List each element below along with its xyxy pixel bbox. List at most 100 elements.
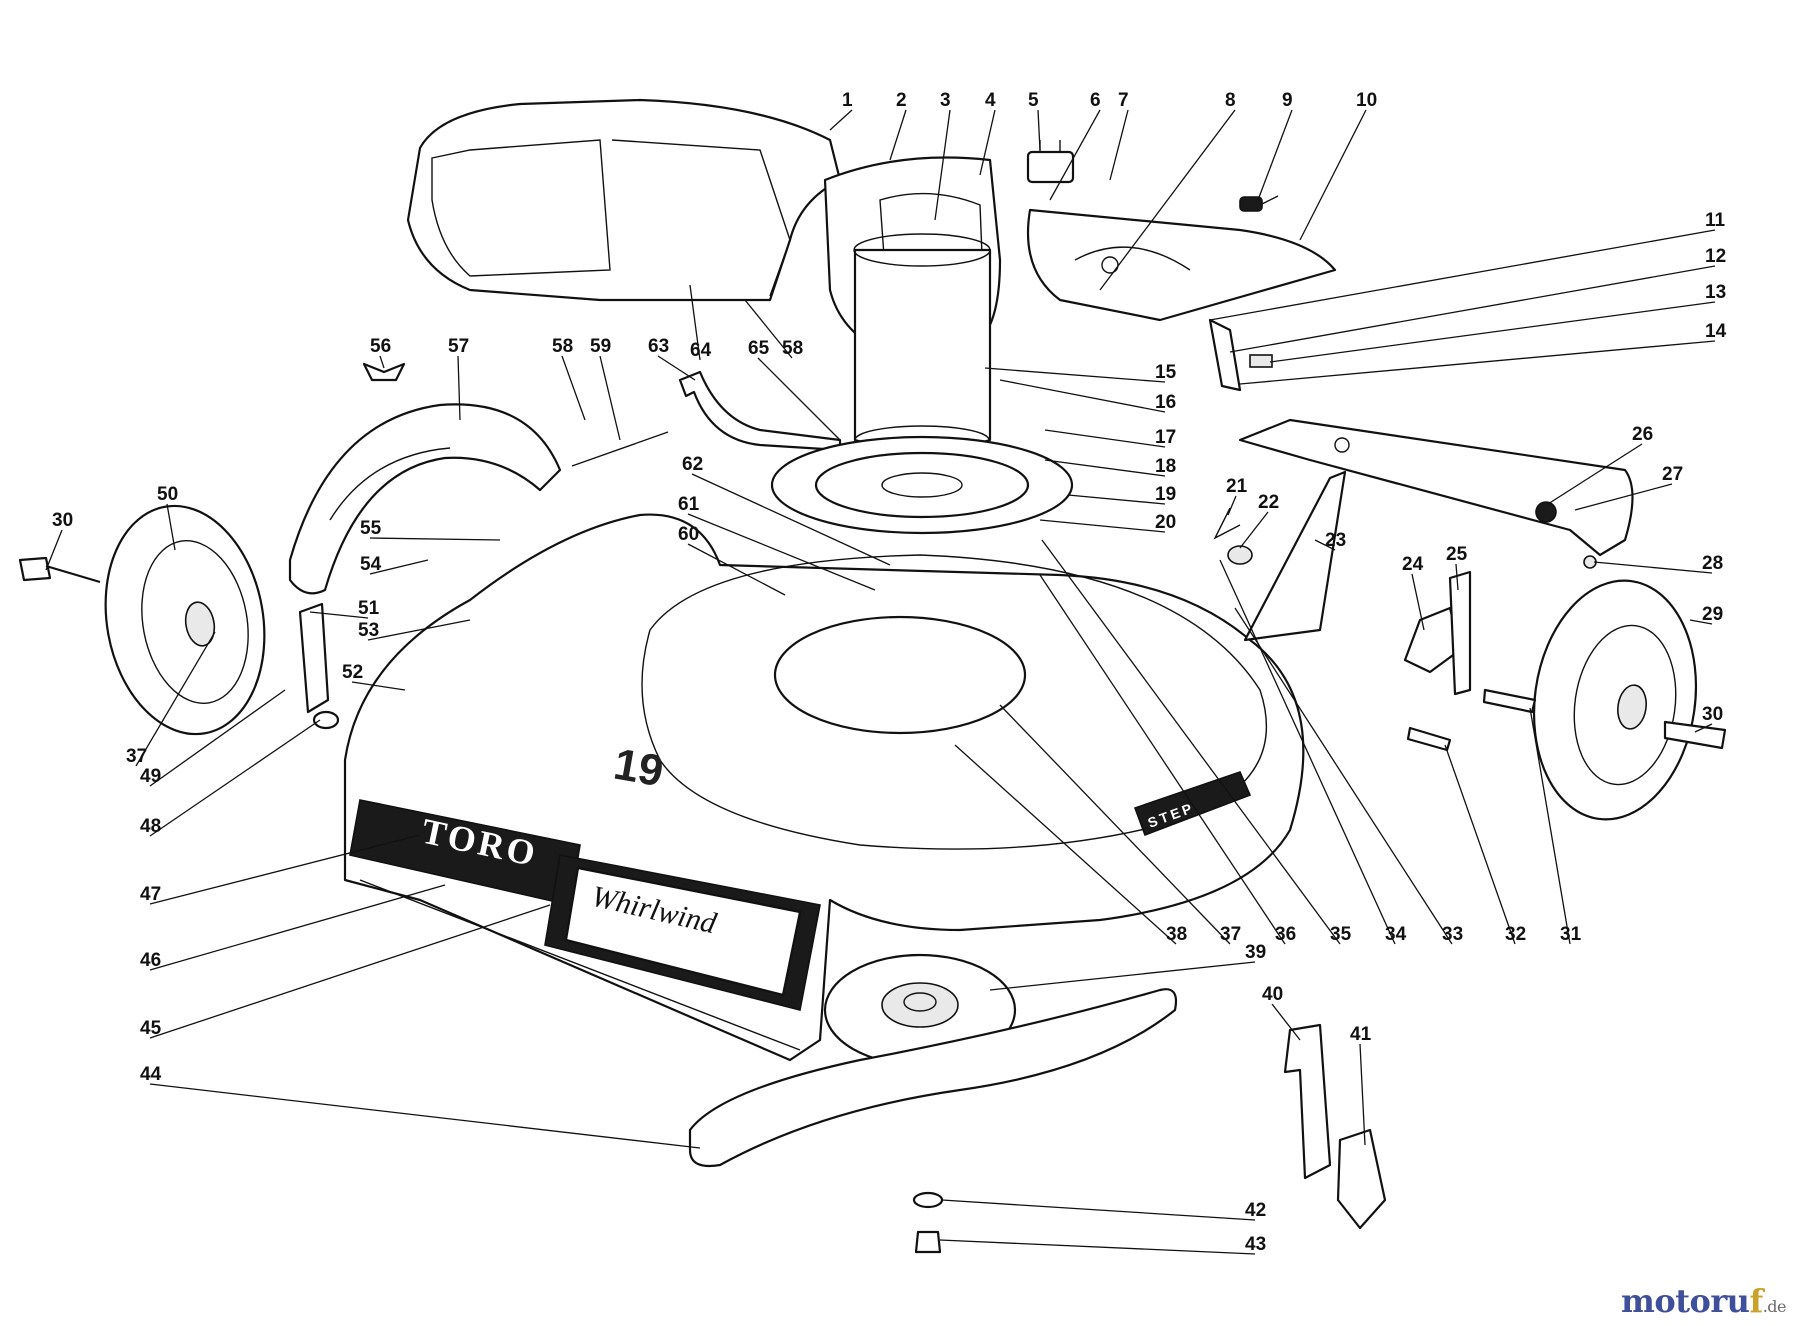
callout-40: 40 xyxy=(1262,984,1283,1005)
part-axle-bracket xyxy=(1403,606,1462,674)
part-height-lever xyxy=(1243,470,1347,642)
callout-4: 4 xyxy=(985,90,996,111)
watermark-main: motoru xyxy=(1620,1282,1750,1320)
callout-9: 9 xyxy=(1282,90,1293,111)
leader-53 xyxy=(367,619,471,641)
callout-61: 61 xyxy=(678,494,700,515)
part-rear-handle-bracket xyxy=(1238,418,1634,557)
callout-22: 22 xyxy=(1258,492,1279,513)
leader-29 xyxy=(1689,619,1713,625)
callout-34: 34 xyxy=(1385,924,1407,945)
callout-63: 63 xyxy=(648,336,669,357)
callout-8: 8 xyxy=(1225,90,1236,111)
part-cable-clip xyxy=(1239,195,1279,212)
callout-19: 19 xyxy=(1155,484,1176,505)
leader-1 xyxy=(829,109,853,131)
leader-38 xyxy=(954,744,1177,945)
leader-41 xyxy=(1359,1043,1366,1146)
leader-23 xyxy=(1314,539,1336,551)
part-rear-wheel xyxy=(104,504,266,736)
leader-61 xyxy=(687,513,876,591)
callout-29: 29 xyxy=(1702,604,1723,625)
callout-36: 36 xyxy=(1275,924,1296,945)
part-rear-height-bracket xyxy=(298,602,330,714)
callout-49: 49 xyxy=(140,766,161,787)
callout-12: 12 xyxy=(1705,246,1726,267)
callout-55: 55 xyxy=(360,518,382,539)
part-knob xyxy=(1535,501,1557,523)
callout-15: 15 xyxy=(1155,362,1177,383)
callout-24: 24 xyxy=(1402,554,1424,575)
callout-46: 46 xyxy=(140,950,161,971)
callout-13: 13 xyxy=(1705,282,1726,303)
callout-25: 25 xyxy=(1446,544,1468,565)
leader-55 xyxy=(369,537,501,541)
leader-9 xyxy=(1257,109,1293,201)
callout-31: 31 xyxy=(1560,924,1582,945)
leader-44 xyxy=(149,1083,701,1149)
callout-7: 7 xyxy=(1118,90,1129,111)
part-axle-bolt-left xyxy=(18,556,101,584)
leader-35 xyxy=(1041,539,1341,945)
callout-62: 62 xyxy=(682,454,703,475)
watermark-logo: motoruf.de xyxy=(1620,1282,1787,1320)
part-blade-washer xyxy=(912,1191,944,1209)
part-hinge-rod xyxy=(571,431,669,467)
callout-6: 6 xyxy=(1090,90,1101,111)
part-front-bracket xyxy=(1283,1023,1332,1180)
part-motor-hood xyxy=(406,98,842,302)
callout-5: 5 xyxy=(1028,90,1039,111)
part-front-wheel xyxy=(1532,579,1698,821)
leader-10 xyxy=(1299,109,1367,241)
leader-49 xyxy=(149,689,286,787)
leader-56 xyxy=(379,355,385,369)
callout-42: 42 xyxy=(1245,1200,1266,1221)
leader-8 xyxy=(1099,109,1236,291)
callout-51: 51 xyxy=(358,598,380,619)
leader-15 xyxy=(984,367,1166,383)
leader-52 xyxy=(351,681,406,691)
leader-51 xyxy=(309,611,369,619)
part-mower-deck xyxy=(343,513,1305,1062)
leader-60 xyxy=(687,543,786,596)
part-switch xyxy=(1026,140,1075,184)
callout-2: 2 xyxy=(896,90,907,111)
callout-10: 10 xyxy=(1356,90,1377,111)
callout-3: 3 xyxy=(940,90,951,111)
callout-39: 39 xyxy=(1245,942,1266,963)
leader-21 xyxy=(1227,495,1237,516)
leader-45 xyxy=(149,904,551,1039)
part-bushing xyxy=(1227,545,1253,565)
leader-65 xyxy=(757,357,841,441)
part-front-plate xyxy=(1336,1128,1387,1230)
callout-33: 33 xyxy=(1442,924,1463,945)
leader-42 xyxy=(941,1199,1256,1221)
leader-27 xyxy=(1574,483,1673,511)
leader-46 xyxy=(149,884,446,971)
callout-53: 53 xyxy=(358,620,379,641)
part-blade xyxy=(688,988,1178,1168)
part-handle-bracket-plate xyxy=(1026,208,1337,322)
watermark-accent: f xyxy=(1749,1282,1763,1320)
callout-20: 20 xyxy=(1155,512,1176,533)
callout-37-left: 37 xyxy=(126,746,147,767)
leader-16 xyxy=(999,379,1166,413)
toro-decal: TORO Whirlwind xyxy=(349,799,821,1011)
callout-1: 1 xyxy=(842,90,853,111)
callout-64: 64 xyxy=(690,340,712,361)
leader-12 xyxy=(1229,265,1716,353)
leader-47 xyxy=(149,834,421,905)
leader-39 xyxy=(989,961,1256,991)
part-rear-deflector xyxy=(288,403,562,595)
leader-58-right xyxy=(744,299,793,359)
callout-28: 28 xyxy=(1702,553,1723,574)
callout-17: 17 xyxy=(1155,427,1176,448)
callout-65: 65 xyxy=(748,338,770,359)
leader-lines xyxy=(45,109,1716,1255)
leader-14 xyxy=(1239,340,1716,385)
callout-52: 52 xyxy=(342,662,363,683)
leader-36 xyxy=(1039,574,1286,945)
leader-13 xyxy=(1269,301,1716,363)
